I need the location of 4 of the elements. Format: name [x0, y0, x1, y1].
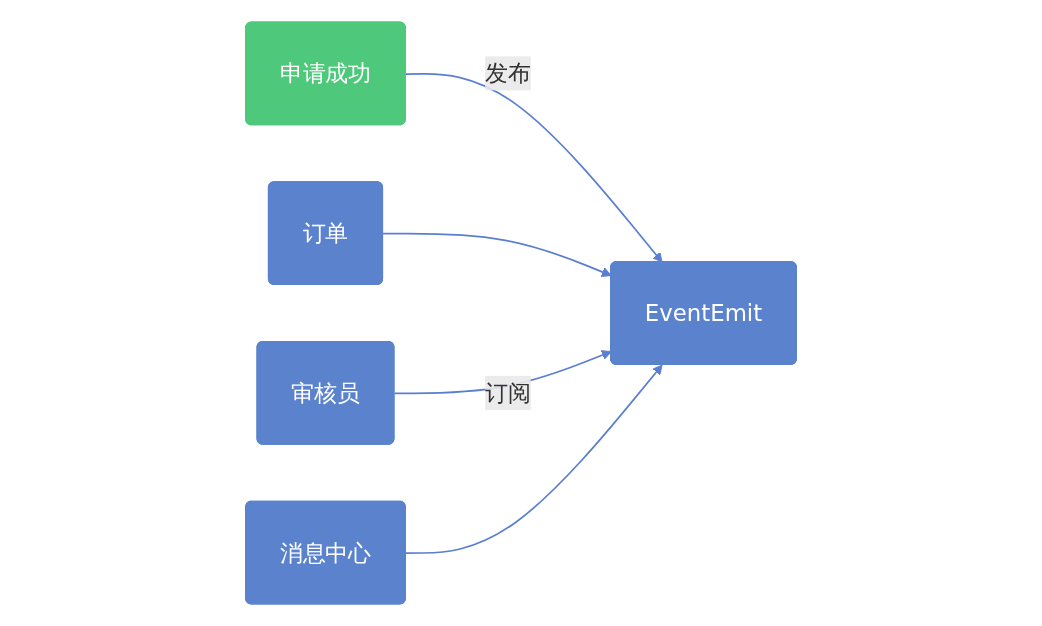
edge-label: 订阅 [485, 379, 531, 407]
edge-label: 发布 [485, 59, 531, 88]
arrow [405, 73, 663, 263]
arrow [405, 364, 663, 554]
